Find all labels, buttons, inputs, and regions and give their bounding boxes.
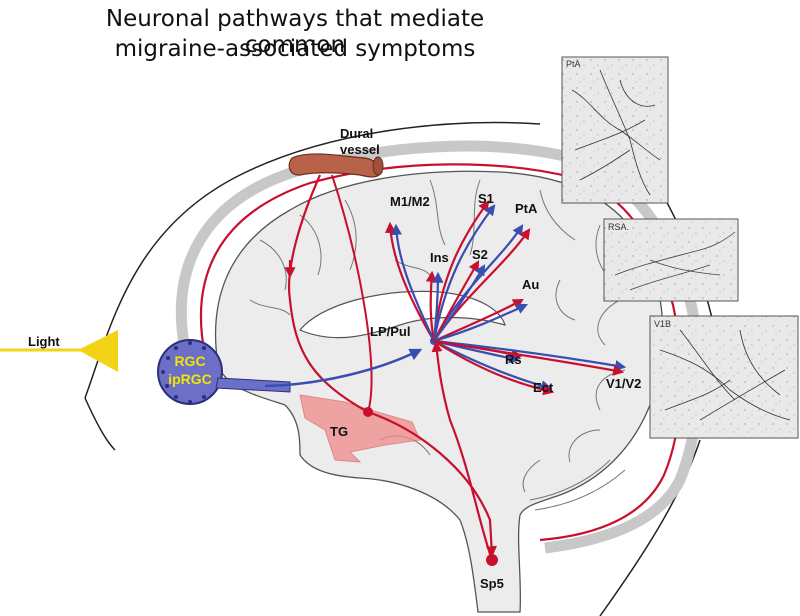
s1-label: S1 <box>478 191 494 206</box>
rs-label: Rs <box>505 352 522 367</box>
brain <box>214 170 664 613</box>
face-outline <box>84 397 116 451</box>
panel-pta-micrograph: PtA <box>561 56 669 204</box>
s2-label: S2 <box>472 247 488 262</box>
rgc-label: RGC <box>174 353 205 369</box>
dura-descending-pathway <box>331 174 373 413</box>
dural-vessel-label-1: Dural <box>340 126 373 141</box>
cerebellum <box>529 459 626 511</box>
light-cone <box>78 330 118 372</box>
tg-label: TG <box>330 424 348 439</box>
ins-label: Ins <box>430 250 449 265</box>
panel-v1b-micrograph: V1B <box>649 315 799 439</box>
sp5-to-thalamus-pathway <box>431 340 494 561</box>
ect-label: Ect <box>533 380 554 395</box>
tg-to-sp5-pathway <box>367 410 497 558</box>
panel-rsa-micrograph: RSA. <box>603 218 739 302</box>
brain-sulci <box>249 179 626 493</box>
optic-nerve <box>215 377 291 393</box>
dural-vessel <box>288 153 383 178</box>
pta-label: PtA <box>515 201 538 216</box>
diagram-title-line-1: Neuronal pathways that mediate common <box>105 6 485 58</box>
dural-vessel-end <box>372 156 384 176</box>
tg-node <box>363 407 373 417</box>
panel-pta-label: PtA <box>566 59 581 69</box>
cortical-projections <box>385 200 627 396</box>
dural-vessel-label-2: vessel <box>340 142 380 157</box>
dura-to-tg-pathway <box>287 174 369 413</box>
rgc-to-thalamus-pathway <box>264 348 423 388</box>
light-label: Light <box>28 334 60 349</box>
lp-pul-label: LP/Pul <box>370 324 410 339</box>
au-label: Au <box>522 277 539 292</box>
diagram-title-line-2: migraine-associated symptoms <box>114 36 476 62</box>
sp5-node <box>486 554 498 566</box>
iprgc-label: ipRGC <box>168 371 212 387</box>
v1v2-label: V1/V2 <box>606 376 641 391</box>
retina-dots <box>161 341 206 404</box>
panel-v1b-label: V1B <box>654 319 671 329</box>
m1m2-label: M1/M2 <box>390 194 430 209</box>
sp5-label: Sp5 <box>480 576 504 591</box>
panel-rsa-label: RSA. <box>608 222 629 232</box>
